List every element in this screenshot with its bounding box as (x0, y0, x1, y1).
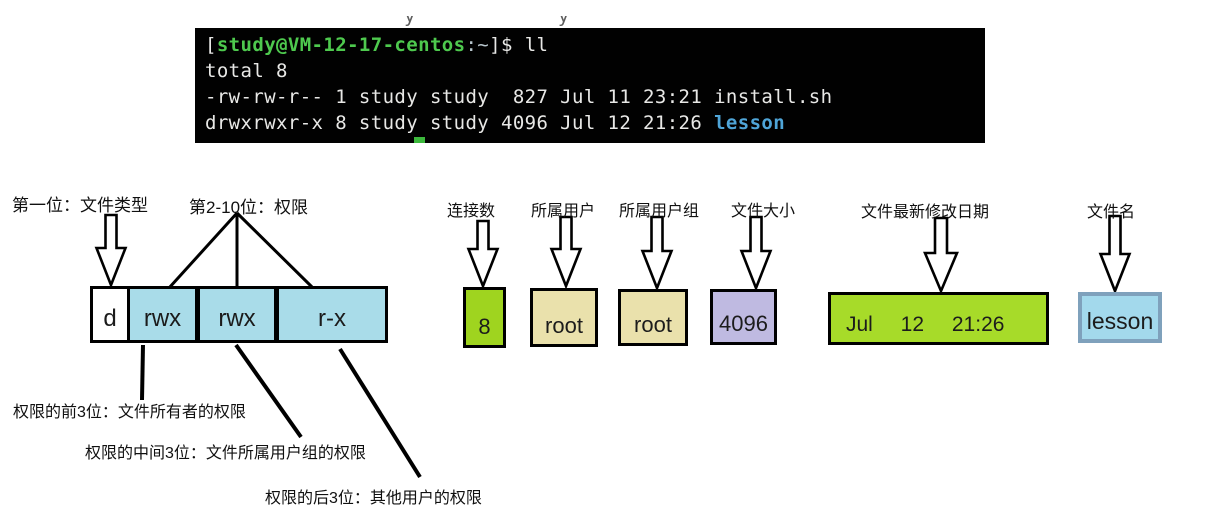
label-filename: 文件名 (1087, 204, 1136, 221)
terminal-line-lesson: drwxrwxr-x 8 study study 4096 Jul 12 21:… (205, 110, 985, 136)
link-count-box: 8 (463, 287, 506, 348)
arrow-size-icon (739, 215, 773, 292)
label-group: 所属用户组 (619, 203, 700, 220)
fan-line-left (167, 211, 239, 290)
label-file-size: 文件大小 (731, 203, 796, 220)
other-permission-cell: r-x (279, 289, 385, 340)
label-file-type: 第一位：文件类型 (12, 196, 148, 215)
prompt-path: :~ (465, 34, 490, 56)
arrow-links-icon (466, 219, 500, 290)
connector-group-perm (234, 343, 303, 439)
terminal-line-total: total 8 (205, 60, 288, 82)
arrow-group-icon (640, 215, 674, 292)
terminal-prompt-line: [study@VM-12-17-centos:~]$ ll (205, 32, 985, 58)
file-type-cell: d (93, 289, 130, 340)
terminal-cursor (414, 137, 425, 143)
label-link-count: 连接数 (447, 203, 496, 220)
label-permission-bits: 第2-10位：权限 (189, 198, 309, 217)
label-owner: 所属用户 (531, 203, 596, 220)
cropped-terminal-line: y y (404, 16, 624, 28)
arrow-file-type-icon (94, 213, 128, 289)
owner-box: root (530, 288, 598, 347)
lesson-line-prefix: drwxrwxr-x 8 study study 4096 Jul 12 21:… (205, 112, 715, 134)
arrow-filename-icon (1098, 214, 1132, 295)
prompt-bracket-close: ]$ (489, 34, 525, 56)
fan-line-right (235, 211, 314, 289)
arrow-mtime-icon (923, 216, 959, 295)
connector-owner-perm (140, 344, 145, 401)
lesson-dir-name: lesson (714, 112, 786, 134)
terminal-line-install-sh: -rw-rw-r-- 1 study study 827 Jul 11 23:2… (205, 86, 833, 108)
note-group-permission: 权限的中间3位：文件所属用户组的权限 (85, 445, 366, 462)
cropped-text: y y (404, 16, 570, 27)
terminal-window: [study@VM-12-17-centos:~]$ ll total 8 -r… (195, 28, 985, 143)
modify-date-box: Jul 12 21:26 (828, 292, 1049, 345)
filename-box: lesson (1078, 292, 1162, 343)
group-permission-cell: rwx (200, 289, 279, 340)
permission-boxes: d rwx rwx r-x (90, 286, 388, 343)
note-owner-permission: 权限的前3位：文件所有者的权限 (13, 404, 246, 421)
note-other-permission: 权限的后3位：其他用户的权限 (265, 490, 482, 507)
prompt-user-host: study@VM-12-17-centos (216, 34, 466, 56)
group-box: root (618, 289, 688, 346)
modify-date-value: Jul 12 21:26 (846, 313, 1005, 336)
arrow-owner-icon (549, 215, 583, 290)
prompt-bracket-open: [ (205, 34, 217, 56)
owner-permission-cell: rwx (130, 289, 200, 340)
label-modify-date: 文件最新修改日期 (861, 204, 990, 221)
prompt-command: ll (524, 34, 549, 56)
file-size-box: 4096 (710, 289, 777, 345)
